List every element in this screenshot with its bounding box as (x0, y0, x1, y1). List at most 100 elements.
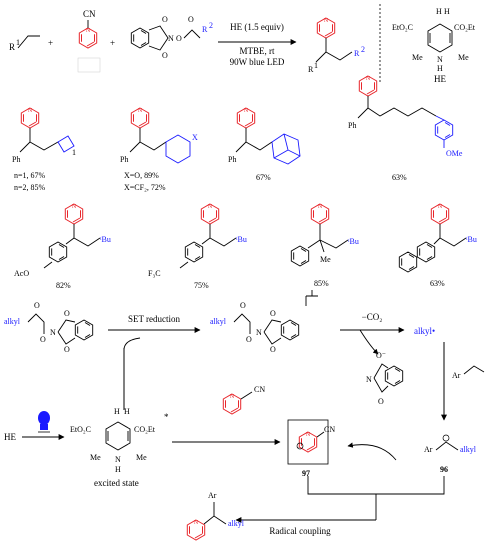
p5-sub: AcO (14, 269, 29, 278)
he-h1: H (436, 7, 442, 16)
radical-addition-arrow (347, 442, 397, 461)
svg-text:O: O (40, 335, 46, 344)
radical-coupling-label: Radical coupling (269, 526, 331, 536)
he-h2: H (444, 7, 450, 16)
p1-label-2: n=2, 85% (14, 183, 46, 192)
p7-tbu: ᵗBu (348, 237, 359, 246)
mech-alkyl-2: alkyl (210, 317, 227, 326)
p3-ph: Ph (228, 155, 236, 164)
styrene-ar: Ar (452, 371, 461, 380)
p8-tbu: ᵗBu (466, 235, 477, 244)
he-left-ester: EtO₂C (392, 23, 413, 32)
nhpi-ester (130, 27, 150, 49)
mech-he-left: EtO₂C (70, 425, 91, 434)
plus-2: + (110, 38, 115, 48)
cyanopyridine (78, 27, 98, 49)
product-p3: Ph 67% (228, 107, 301, 182)
svg-text:O: O (378, 397, 384, 406)
co2-label: −CO₂ (362, 312, 383, 322)
svg-text:O: O (64, 345, 70, 354)
svg-text:N: N (168, 34, 174, 43)
mech-cn-97: CN (324, 425, 335, 434)
blue-led-icon (38, 411, 50, 433)
svg-text:N: N (256, 328, 262, 337)
svg-text:O: O (162, 51, 168, 60)
mech-alkyl-1: alkyl (4, 317, 21, 326)
p5-label: 82% (56, 281, 71, 290)
condition-he: HE (1.5 equiv) (230, 22, 284, 32)
mech-he-me2: Me (136, 453, 147, 462)
p6-sub: F₃C (148, 269, 161, 278)
product-p8: ᵗBu 63% (398, 203, 477, 288)
svg-text:O: O (240, 301, 246, 310)
cn-label: CN (83, 9, 96, 19)
product-p4: Ph OMe 63% (348, 75, 463, 182)
svg-text:O: O (162, 15, 168, 24)
p7-me: Me (320, 255, 331, 264)
prod-r2-sup: 2 (361, 45, 365, 54)
p2-x: X (192, 133, 198, 142)
svg-text:O: O (270, 345, 276, 354)
excited-state-label: excited state (94, 478, 139, 488)
excited-asterisk: * (164, 412, 169, 422)
he-nh: H (437, 64, 443, 73)
svg-text:O: O (64, 309, 70, 318)
o-minus: O⁻ (376, 351, 386, 360)
svg-text:N: N (366, 375, 372, 384)
coupling-bracket (307, 476, 445, 495)
final-pyridine (186, 519, 206, 541)
p2-label-2: X=CF₂, 72% (124, 183, 166, 192)
set-reduction-label: SET reduction (128, 314, 181, 324)
p3-label: 67% (256, 173, 271, 182)
p4-ome: OMe (446, 149, 463, 158)
product-p1: Ph 1 n=1, 67% n=2, 85% (12, 107, 76, 192)
p5-tbu: ᵗBu (100, 235, 111, 244)
svg-text:−: − (297, 446, 300, 451)
prod-r1: R (308, 65, 314, 74)
p1-label-1: n=1, 67% (14, 171, 46, 180)
r2-sup: 2 (209, 21, 213, 30)
final-ar: Ar (208, 491, 217, 500)
svg-text:O: O (246, 335, 252, 344)
condition-light: 90W blue LED (230, 57, 285, 67)
top-reaction: R 1 + CN + O O N O O R 2 HE (1.5 equiv) … (9, 4, 476, 84)
he-label: HE (434, 74, 446, 84)
product-p2: Ph X X=O, 89% X=CF₂, 72% (120, 107, 198, 192)
p4-ph: Ph (348, 121, 356, 130)
p8-label: 63% (430, 279, 445, 288)
mech-he-me1: Me (90, 453, 101, 462)
plus-1: + (48, 38, 53, 48)
mech-he-right: CO₂Et (134, 425, 156, 434)
condition-solvent: MTBE, rt (240, 46, 275, 56)
r1-sup: 1 (16, 38, 20, 47)
radical-alkyl: alkyl (460, 445, 477, 454)
p2-label-1: X=O, 89% (124, 171, 159, 180)
r2-label: R (202, 25, 208, 34)
prod-r1-sup: 1 (314, 61, 318, 70)
svg-text:O: O (34, 301, 40, 310)
mech-cyanopyridine (222, 393, 242, 415)
label-96: 96 (440, 465, 448, 474)
final-alkyl: alkyl (228, 519, 245, 528)
r1-label: R (9, 42, 15, 52)
label-97: 97 (302, 469, 310, 478)
product-pyridine (316, 17, 336, 39)
p6-tbu: ᵗBu (236, 235, 247, 244)
product-p5: AcO ᵗBu 82% (14, 203, 111, 290)
he-me-right: Me (458, 53, 469, 62)
prod-r2: R (354, 49, 360, 58)
box-97 (287, 419, 329, 465)
p2-ph: Ph (120, 155, 128, 164)
product-p7: Me ᵗBu 85% (290, 203, 359, 288)
he-n: N (437, 55, 443, 64)
p1-ph: Ph (12, 155, 20, 164)
svg-text:O: O (188, 15, 194, 24)
alkyl-radical: alkyl• (414, 326, 435, 336)
svg-text:O: O (270, 309, 276, 318)
radical-ar: Ar (424, 445, 433, 454)
svg-text:O: O (176, 34, 182, 43)
mech-he: HE (4, 432, 16, 442)
mechanism: alkyl O O N O O SET reduction alkyl O O … (4, 290, 485, 541)
mech-he-nh: H (115, 465, 121, 474)
